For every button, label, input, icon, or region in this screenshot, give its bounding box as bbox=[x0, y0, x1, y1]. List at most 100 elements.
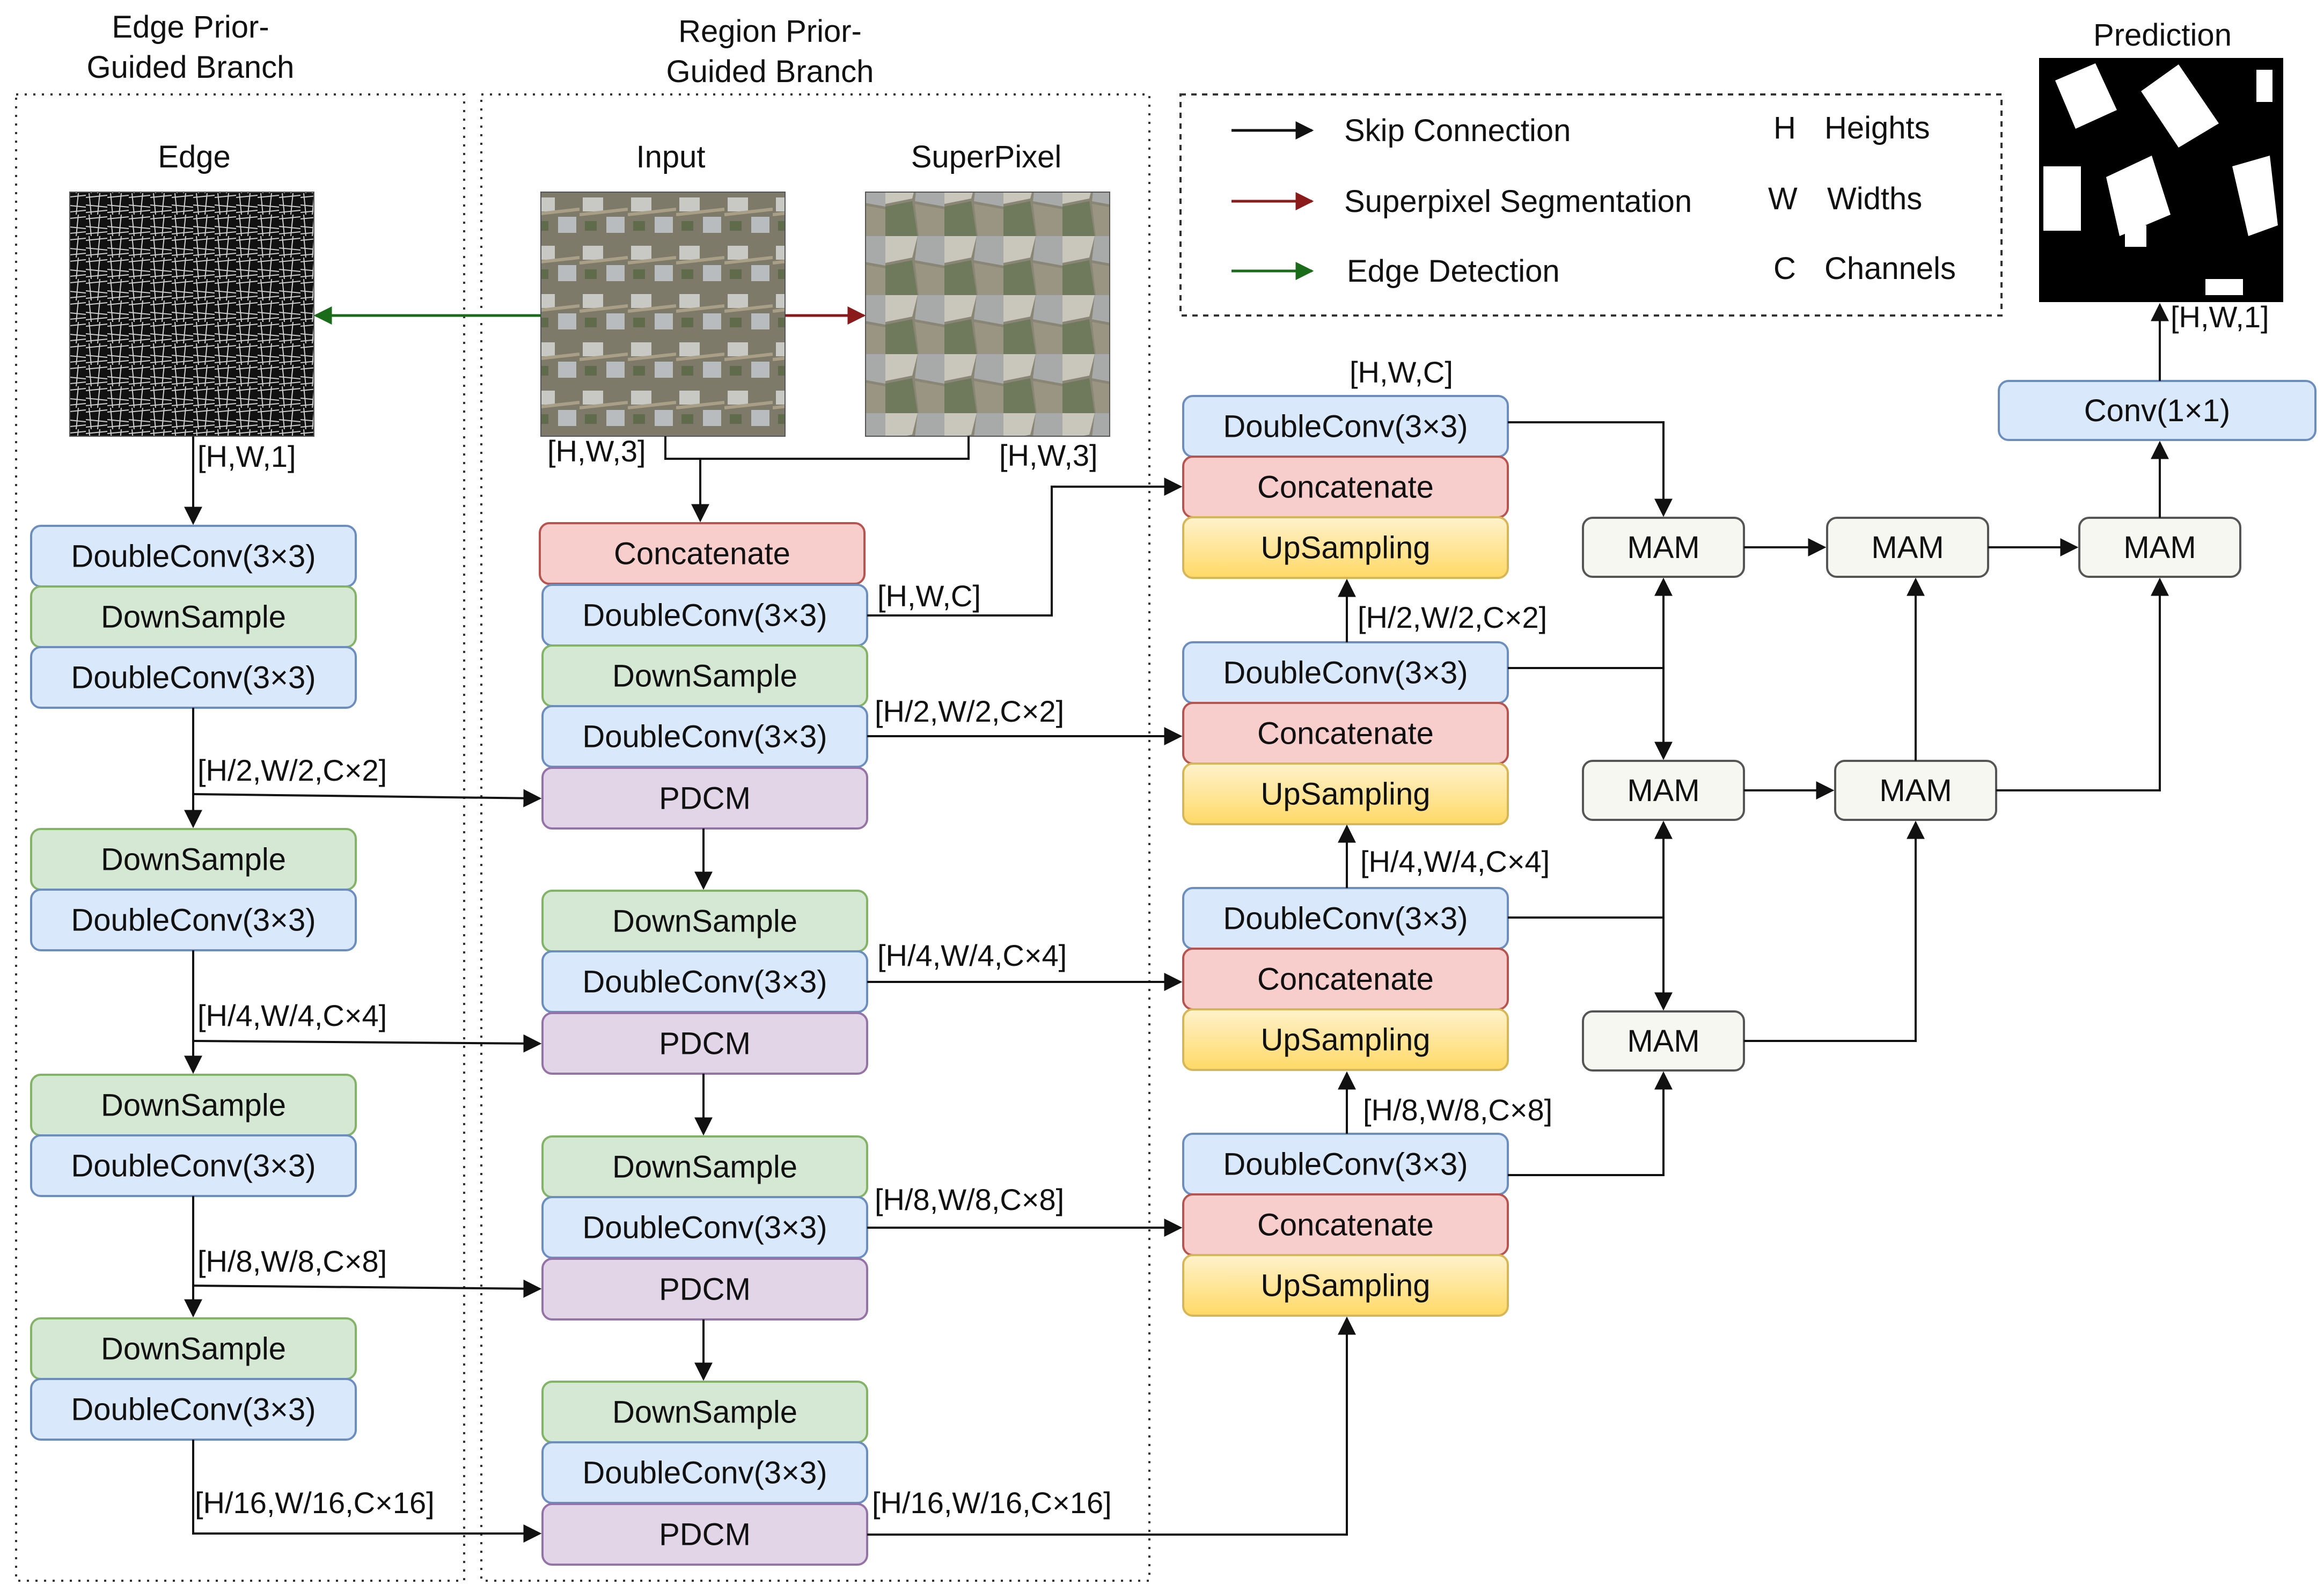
region-dim-d8: [H/8,W/8,C×8] bbox=[875, 1183, 1064, 1216]
region-pdcm-2: PDCM bbox=[541, 1012, 868, 1075]
region-skip-d16-arrow bbox=[867, 1316, 1356, 1536]
region-doubleconv-4: DoubleConv(3×3) bbox=[541, 1196, 868, 1259]
region-concatenate: Concatenate bbox=[539, 522, 866, 585]
edge-skip-d8-arrow bbox=[193, 1279, 542, 1298]
decoder-upsampling-4-label: UpSampling bbox=[1261, 1268, 1431, 1303]
decoder-concatenate-1-label: Concatenate bbox=[1257, 470, 1434, 505]
edge-branch-title-line1: Edge Prior- bbox=[112, 10, 269, 45]
region-doubleconv-4-label: DoubleConv(3×3) bbox=[582, 1210, 827, 1245]
mam-1-2-label: MAM bbox=[1871, 530, 1944, 565]
mam-2-1-label: MAM bbox=[1627, 773, 1699, 808]
region-pdcm-1-label: PDCM bbox=[659, 781, 751, 816]
region-downsample-4-label: DownSample bbox=[612, 1395, 797, 1430]
legend-h-key: H bbox=[1773, 111, 1796, 145]
edge-doubleconv-4-label: DoubleConv(3×3) bbox=[71, 1149, 316, 1184]
decoder-doubleconv-4-label: DoubleConv(3×3) bbox=[1223, 1147, 1468, 1182]
legend-skip-label: Skip Connection bbox=[1344, 113, 1571, 148]
region-pdcm-4-label: PDCM bbox=[659, 1517, 751, 1552]
decoder-upsampling-1-label: UpSampling bbox=[1261, 531, 1431, 566]
decoder-concatenate-3: Concatenate bbox=[1182, 948, 1509, 1010]
region-downsample-1-label: DownSample bbox=[612, 659, 797, 694]
decoder-dim-hwc: [H,W,C] bbox=[1350, 355, 1453, 389]
mam-1-1: MAM bbox=[1582, 517, 1745, 578]
edge-doubleconv-3-label: DoubleConv(3×3) bbox=[71, 903, 316, 938]
edge-downsample-3-label: DownSample bbox=[101, 1088, 286, 1123]
decoder-doubleconv-3: DoubleConv(3×3) bbox=[1182, 887, 1509, 950]
decoder-concatenate-4: Concatenate bbox=[1182, 1193, 1509, 1256]
edge-map-image bbox=[69, 192, 314, 437]
region-downsample-3: DownSample bbox=[541, 1135, 868, 1198]
edge-downsample-1-label: DownSample bbox=[101, 600, 286, 635]
mam-1-3-label: MAM bbox=[2123, 530, 2196, 565]
region-downsample-3-label: DownSample bbox=[612, 1150, 797, 1185]
legend-w-key: W bbox=[1768, 181, 1798, 216]
prediction-image-title: Prediction bbox=[2093, 18, 2232, 53]
region-concatenate-label: Concatenate bbox=[614, 537, 790, 571]
edge-downsample-4: DownSample bbox=[30, 1317, 357, 1380]
edge-dim-d8: [H/8,W/8,C×8] bbox=[197, 1244, 387, 1278]
mam-2-2: MAM bbox=[1834, 760, 1997, 821]
region-dim-d16: [H/16,W/16,C×16] bbox=[872, 1486, 1112, 1520]
mam31-to-mam22-arrow bbox=[1744, 820, 1925, 1042]
edge-dim-hw1: [H,W,1] bbox=[197, 439, 296, 473]
edge-doubleconv-3: DoubleConv(3×3) bbox=[30, 889, 357, 951]
edge-skip-d4-arrow bbox=[193, 1034, 542, 1053]
edge-branch-region bbox=[15, 93, 465, 1582]
legend-c-key: C bbox=[1773, 251, 1796, 286]
region-branch-title-line2: Guided Branch bbox=[666, 54, 874, 89]
dc4-to-mam31-arrow bbox=[1508, 1071, 1673, 1176]
edge-doubleconv-5: DoubleConv(3×3) bbox=[30, 1378, 357, 1441]
region-pdcm-3-label: PDCM bbox=[659, 1272, 751, 1307]
region-downsample-2: DownSample bbox=[541, 890, 868, 952]
mam22-to-mam13-arrow bbox=[1996, 577, 2169, 791]
region-pdcm-2-label: PDCM bbox=[659, 1026, 751, 1061]
conv1x1-block: Conv(1×1) bbox=[1998, 380, 2316, 441]
edge-downsample-1: DownSample bbox=[30, 585, 357, 648]
decoder-dim-d8: [H/8,W/8,C×8] bbox=[1363, 1093, 1552, 1127]
region-downsample-1: DownSample bbox=[541, 644, 868, 707]
dc1-to-mam11-arrow bbox=[1508, 421, 1673, 517]
decoder-doubleconv-3-label: DoubleConv(3×3) bbox=[1223, 901, 1468, 936]
region-downsample-2-label: DownSample bbox=[612, 904, 797, 939]
decoder-doubleconv-1: DoubleConv(3×3) bbox=[1182, 395, 1509, 458]
legend-w-value: Widths bbox=[1827, 181, 1922, 216]
edge-skip-d16-arrow bbox=[192, 1440, 542, 1543]
decoder-concatenate-2-label: Concatenate bbox=[1257, 716, 1434, 751]
edge-downsample-2: DownSample bbox=[30, 828, 357, 891]
legend-c-value: Channels bbox=[1824, 251, 1956, 286]
decoder-upsampling-2: UpSampling bbox=[1182, 762, 1509, 825]
input-dim-hw3: [H,W,3] bbox=[547, 434, 646, 468]
edge-downsample-4-label: DownSample bbox=[101, 1332, 286, 1367]
decoder-dim-d4: [H/4,W/4,C×4] bbox=[1360, 845, 1550, 878]
edge-skip-d2-arrow bbox=[193, 789, 542, 808]
decoder-doubleconv-2: DoubleConv(3×3) bbox=[1182, 641, 1509, 704]
input-superpixel-merge-line bbox=[664, 436, 970, 460]
edge-branch-title-line2: Guided Branch bbox=[87, 50, 295, 85]
region-pdcm-1: PDCM bbox=[541, 767, 868, 830]
region-doubleconv-2: DoubleConv(3×3) bbox=[541, 705, 868, 768]
input-aerial-image bbox=[540, 192, 786, 437]
mam-1-3: MAM bbox=[2078, 517, 2241, 578]
decoder-concatenate-1: Concatenate bbox=[1182, 456, 1509, 518]
region-dim-d2: [H/2,W/2,C×2] bbox=[875, 694, 1064, 728]
edge-doubleconv-2-label: DoubleConv(3×3) bbox=[71, 661, 316, 695]
edge-doubleconv-2: DoubleConv(3×3) bbox=[30, 646, 357, 709]
region-doubleconv-1-label: DoubleConv(3×3) bbox=[582, 598, 827, 633]
legend-h-value: Heights bbox=[1824, 111, 1930, 145]
region-pdcm-3: PDCM bbox=[541, 1258, 868, 1320]
region-skip-hwc-arrow bbox=[867, 478, 1183, 617]
edge-dim-d4: [H/4,W/4,C×4] bbox=[197, 999, 387, 1032]
mam-3-1: MAM bbox=[1582, 1010, 1745, 1072]
mam-2-1: MAM bbox=[1582, 760, 1745, 821]
mam-2-2-label: MAM bbox=[1879, 773, 1952, 808]
region-doubleconv-1: DoubleConv(3×3) bbox=[541, 584, 868, 647]
region-dim-hwc: [H,W,C] bbox=[877, 579, 981, 613]
decoder-concatenate-2: Concatenate bbox=[1182, 702, 1509, 765]
decoder-dim-d2: [H/2,W/2,C×2] bbox=[1358, 600, 1547, 634]
prediction-dim-hw1: [H,W,1] bbox=[2171, 300, 2269, 334]
decoder-upsampling-4: UpSampling bbox=[1182, 1254, 1509, 1317]
region-branch-title-line1: Region Prior- bbox=[678, 14, 862, 49]
decoder-doubleconv-1-label: DoubleConv(3×3) bbox=[1223, 409, 1468, 444]
decoder-upsampling-3: UpSampling bbox=[1182, 1008, 1509, 1071]
legend-superpixel-label: Superpixel Segmentation bbox=[1344, 184, 1692, 219]
